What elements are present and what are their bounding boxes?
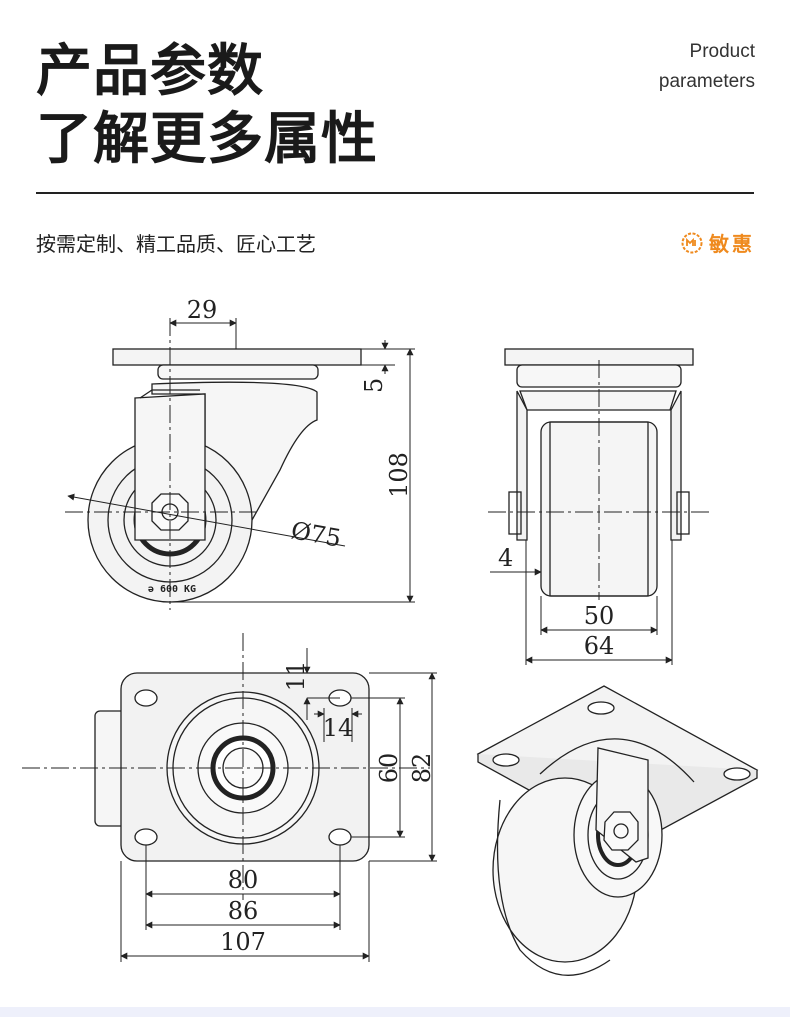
bolt-hole-br bbox=[328, 828, 352, 846]
bottom-strip bbox=[0, 1007, 790, 1017]
dim-plate-inner-label: 86 bbox=[228, 897, 259, 925]
dim-overall-width-label: 64 bbox=[584, 632, 615, 660]
dim-plate-thickness-label: 5 bbox=[360, 378, 388, 393]
dim-dia-leader bbox=[67, 493, 346, 547]
top-view-dimensions bbox=[120, 648, 437, 962]
dim-swivel-offset-label: 29 bbox=[187, 296, 218, 324]
bolt-hole-tl bbox=[134, 689, 158, 707]
dim-wheel-diameter-label: Ø75 bbox=[289, 516, 343, 552]
wheel-load-marking: ǝ 600 KG bbox=[148, 584, 196, 595]
tagline: 按需定制、精工品质、匠心工艺 bbox=[36, 232, 316, 256]
brand-logo-icon bbox=[681, 232, 703, 253]
english-subtitle: Product parameters bbox=[659, 37, 755, 97]
fork-leg-right bbox=[670, 390, 682, 541]
fork-body bbox=[151, 381, 318, 521]
fork-leg-left bbox=[516, 390, 528, 541]
bolt-hole-bl bbox=[134, 828, 158, 846]
english-subtitle-line-1: Product bbox=[689, 41, 755, 62]
fork-crown bbox=[519, 390, 677, 411]
side-view-dimensions bbox=[67, 318, 415, 603]
axle-nut-left bbox=[508, 491, 522, 535]
title-line-1: 产品参数 bbox=[36, 39, 264, 104]
iso-hole-2 bbox=[723, 767, 751, 781]
brand-name: 敏惠 bbox=[709, 232, 755, 256]
title-line-2: 了解更多属性 bbox=[36, 107, 378, 172]
dim-hole-spacing-y-label: 60 bbox=[375, 753, 403, 784]
iso-axle-nut bbox=[603, 811, 639, 851]
brand: 敏惠 bbox=[681, 228, 755, 257]
dim-overall-height-label: 108 bbox=[385, 452, 413, 498]
iso-wheel-tread bbox=[496, 799, 611, 976]
dim-wheel-width-label: 50 bbox=[584, 602, 615, 630]
page-title: 产品参数 了解更多属性 bbox=[36, 38, 378, 174]
dim-plate-length-label: 107 bbox=[220, 928, 266, 956]
iso-hole-1 bbox=[587, 701, 615, 715]
dim-hole-offset-y-label: 11 bbox=[282, 661, 310, 692]
swivel-bearing bbox=[157, 364, 319, 380]
dim-hole-offset-x-label: 14 bbox=[323, 714, 354, 742]
dim-fork-offset-label: 4 bbox=[498, 544, 513, 572]
side-view: ǝ 600 KG bbox=[65, 318, 362, 610]
mounting-plate-side bbox=[112, 348, 362, 366]
dim-hole-spacing-x-label: 80 bbox=[228, 866, 259, 894]
isometric-view bbox=[476, 685, 759, 976]
iso-hole-3 bbox=[492, 753, 520, 767]
iso-axle-bolt bbox=[613, 823, 629, 839]
top-view bbox=[22, 633, 430, 900]
fork-top-edge bbox=[139, 389, 200, 399]
header-divider bbox=[36, 192, 754, 194]
english-subtitle-line-2: parameters bbox=[658, 71, 755, 92]
iso-swivel-arc bbox=[539, 738, 695, 783]
axle-nut-right bbox=[676, 491, 690, 535]
front-view bbox=[488, 348, 710, 600]
front-view-dimensions bbox=[490, 540, 673, 665]
dim-plate-width-label: 82 bbox=[408, 753, 436, 784]
